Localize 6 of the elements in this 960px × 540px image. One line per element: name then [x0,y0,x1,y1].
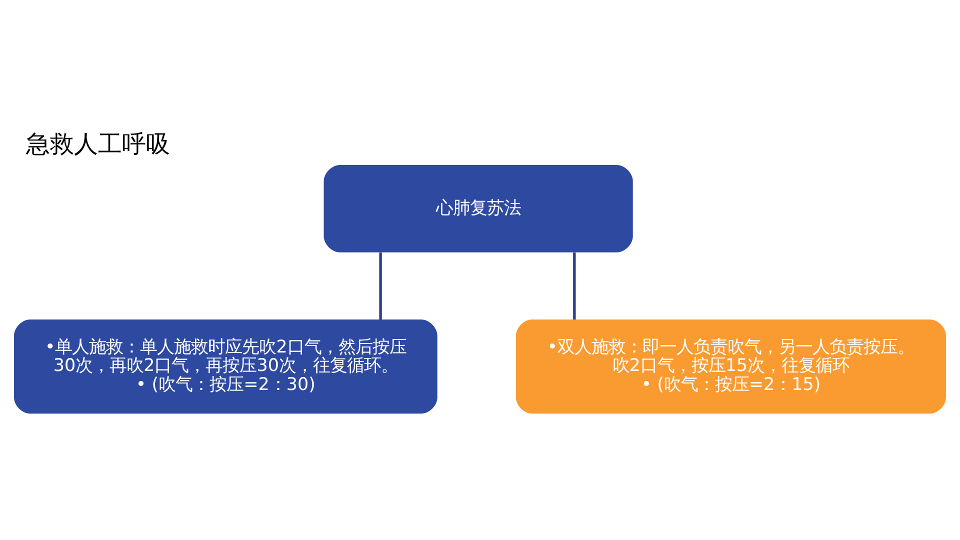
connector [379,252,382,320]
node-box: •单人施救：单人施救时应先吹2口气，然后按压30次，再吹2口气，再按压30次，往复循环。 • (吹气：按压=2：30) [14,319,438,414]
connector [573,252,576,320]
node-box: 心肺复苏法 [324,164,633,252]
diagram-title: 急救人工呼吸 [26,130,170,158]
node-box: •双人施救：即一人负责吹气，另一人负责按压。吹2口气，按压15次，往复循环 • (吹气：按压=2：15) [516,319,946,414]
